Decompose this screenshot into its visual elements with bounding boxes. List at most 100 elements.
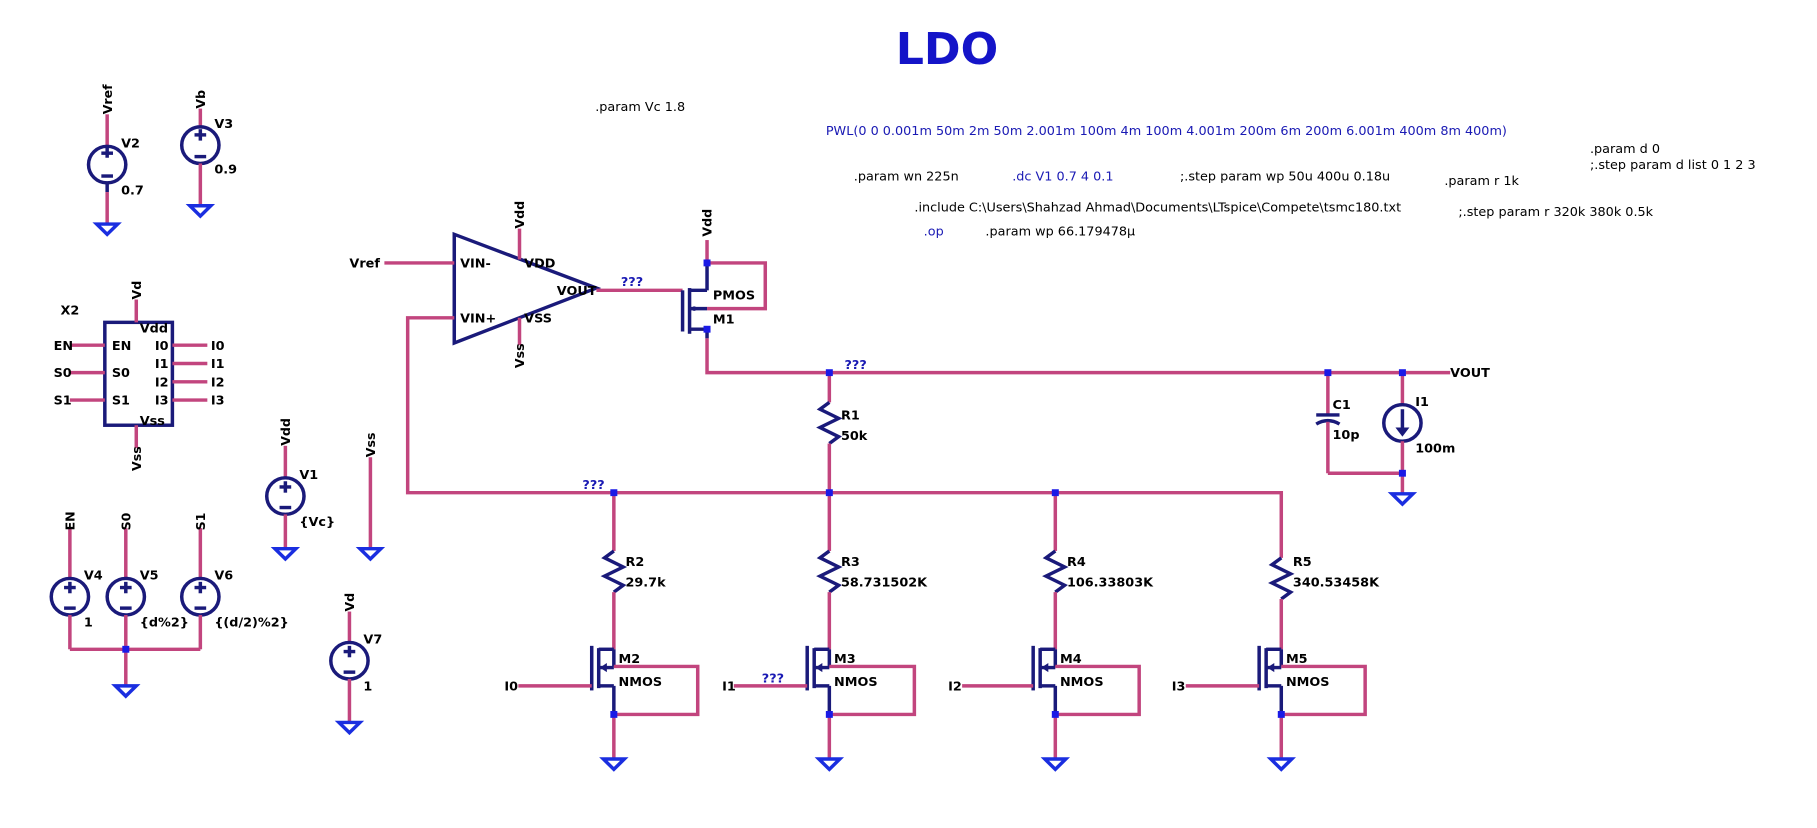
pmos-name: M1 bbox=[713, 312, 735, 327]
v4-name: V4 bbox=[84, 568, 103, 583]
decoder-vss-pin: Vss bbox=[140, 413, 165, 428]
branch-r4-m4[interactable]: R4 106.33803K M4 NMOS I2 bbox=[948, 492, 1154, 772]
directive-dc[interactable]: .dc V1 0.7 4 0.1 bbox=[1012, 169, 1113, 184]
v3-value: 0.9 bbox=[214, 162, 237, 177]
decoder-x2[interactable]: X2 Vd Vdd Vss Vss EN EN S0 S0 S1 S1 I0 I… bbox=[54, 281, 225, 471]
r3-value: 58.731502K bbox=[841, 575, 928, 590]
decoder-out-i1-net: I1 bbox=[211, 356, 225, 371]
decoder-in-en-net: EN bbox=[54, 338, 73, 353]
m3-gate-unknown: ??? bbox=[762, 671, 784, 686]
opamp-pin-vin-plus: VIN+ bbox=[460, 310, 496, 325]
vout-net-label: VOUT bbox=[1450, 365, 1490, 380]
net-label-en: EN bbox=[62, 511, 77, 530]
junction-dot bbox=[122, 645, 130, 653]
junction-dot bbox=[703, 325, 711, 333]
decoder-out-i0-net: I0 bbox=[211, 338, 225, 353]
decoder-out-i2-net: I2 bbox=[211, 374, 225, 389]
v5-name: V5 bbox=[140, 568, 159, 583]
branch-r3-m3[interactable]: ??? R3 58.731502K M3 NMOS I1 bbox=[722, 492, 928, 772]
net-label-vss: Vss bbox=[363, 433, 378, 458]
vss-ground-net[interactable]: Vss bbox=[355, 433, 386, 562]
junction-dot bbox=[1398, 369, 1406, 377]
net-label-s1: S1 bbox=[193, 513, 208, 531]
decoder-in-s1-pin: S1 bbox=[112, 393, 130, 408]
voltage-source-v4[interactable]: EN V4 1 bbox=[49, 511, 103, 650]
r2-value: 29.7k bbox=[625, 575, 666, 590]
decoder-in-s0-net: S0 bbox=[54, 365, 72, 380]
feedback-net-unknown: ??? bbox=[582, 477, 604, 492]
opamp-vss-net: Vss bbox=[512, 343, 527, 368]
m5-name: M5 bbox=[1286, 651, 1308, 666]
v7-name: V7 bbox=[363, 632, 382, 647]
v6-name: V6 bbox=[214, 568, 233, 583]
opamp-pin-vout: VOUT bbox=[557, 283, 597, 298]
directive-op[interactable]: .op bbox=[924, 224, 944, 239]
opamp-vref-net: Vref bbox=[349, 256, 380, 271]
directive-param-wn[interactable]: .param wn 225n bbox=[854, 169, 959, 184]
vout-net-unknown: ??? bbox=[844, 357, 866, 372]
schematic-title: LDO bbox=[896, 24, 999, 75]
voltage-source-v5[interactable]: S0 V5 {d%2} bbox=[105, 512, 189, 699]
opamp-pin-vss: VSS bbox=[524, 310, 552, 325]
net-label-vdd-v1: Vdd bbox=[278, 418, 293, 446]
directive-param-d[interactable]: .param d 0 bbox=[1590, 141, 1660, 156]
voltage-source-v3[interactable]: Vb V3 0.9 bbox=[179, 90, 237, 219]
junction-dot bbox=[1051, 489, 1059, 497]
directive-step-wp[interactable]: ;.step param wp 50u 400u 0.18u bbox=[1180, 169, 1390, 184]
voltage-source-v7[interactable]: Vd V7 1 bbox=[329, 593, 382, 736]
opamp[interactable]: Vref Vdd Vss VIN- VIN+ VDD VSS VOUT bbox=[349, 201, 602, 368]
decoder-out-i3-net: I3 bbox=[211, 393, 225, 408]
resistor-r1[interactable]: R1 50k bbox=[816, 372, 868, 493]
m2-gate-net: I0 bbox=[504, 679, 518, 694]
voltage-source-v2[interactable]: Vref V2 0.7 bbox=[86, 84, 144, 237]
decoder-in-en-pin: EN bbox=[112, 338, 131, 353]
opamp-pin-vin-minus: VIN- bbox=[460, 256, 491, 271]
directive-param-wp[interactable]: .param wp 66.179478µ bbox=[985, 224, 1135, 239]
current-source-i1[interactable]: I1 100m bbox=[1382, 372, 1456, 507]
c1-value: 10p bbox=[1333, 427, 1360, 442]
directive-pwl[interactable]: PWL(0 0 0.001m 50m 2m 50m 2.001m 100m 4m… bbox=[826, 123, 1507, 138]
decoder-out-i0-pin: I0 bbox=[155, 338, 169, 353]
v5-value: {d%2} bbox=[140, 615, 189, 630]
r5-value: 340.53458K bbox=[1293, 575, 1380, 590]
voltage-source-v1[interactable]: Vdd V1 {Vc} bbox=[264, 418, 335, 562]
directive-param-vc[interactable]: .param Vc 1.8 bbox=[595, 99, 685, 114]
capacitor-c1[interactable]: C1 10p bbox=[1315, 372, 1360, 474]
directive-include[interactable]: .include C:\Users\Shahzad Ahmad\Document… bbox=[914, 200, 1401, 215]
junction-dot bbox=[610, 711, 618, 718]
decoder-out-i2-pin: I2 bbox=[155, 374, 169, 389]
voltage-source-v6[interactable]: S1 V6 {(d/2)%2} bbox=[179, 513, 289, 650]
i1-name: I1 bbox=[1415, 394, 1429, 409]
junction-dot bbox=[825, 369, 833, 377]
m2-model: NMOS bbox=[619, 674, 663, 689]
m5-gate-net: I3 bbox=[1172, 679, 1186, 694]
pmos-m1[interactable]: Vdd PMOS M1 bbox=[680, 209, 768, 339]
directive-step-r[interactable]: ;.step param r 320k 380k 0.5k bbox=[1458, 204, 1653, 219]
branch-r5-m5[interactable]: R5 340.53458K M5 NMOS I3 bbox=[1172, 554, 1380, 772]
v4-value: 1 bbox=[84, 615, 93, 630]
v2-name: V2 bbox=[121, 136, 140, 151]
junction-dot bbox=[610, 489, 618, 497]
net-label-vd: Vd bbox=[342, 593, 357, 612]
r4-name: R4 bbox=[1067, 554, 1086, 569]
directive-step-d[interactable]: ;.step param d list 0 1 2 3 bbox=[1590, 157, 1756, 172]
decoder-name: X2 bbox=[61, 302, 80, 317]
m3-gate-net: I1 bbox=[722, 679, 736, 694]
directive-param-r[interactable]: .param r 1k bbox=[1444, 173, 1519, 188]
branch-r2-m2[interactable]: R2 29.7k M2 NMOS I0 bbox=[504, 492, 700, 772]
r1-value: 50k bbox=[841, 428, 868, 443]
junction-dot bbox=[703, 259, 711, 267]
junction-dot bbox=[1324, 369, 1332, 377]
m4-model: NMOS bbox=[1060, 674, 1104, 689]
junction-dot bbox=[1398, 469, 1406, 477]
m5-model: NMOS bbox=[1286, 674, 1330, 689]
decoder-in-s1-net: S1 bbox=[54, 393, 72, 408]
pmos-vdd-net: Vdd bbox=[700, 209, 715, 237]
junction-dots bbox=[610, 259, 1406, 718]
feedback-wire[interactable] bbox=[405, 316, 1284, 558]
vout-wire[interactable] bbox=[705, 338, 1451, 375]
v2-value: 0.7 bbox=[121, 182, 144, 197]
r5-name: R5 bbox=[1293, 554, 1312, 569]
